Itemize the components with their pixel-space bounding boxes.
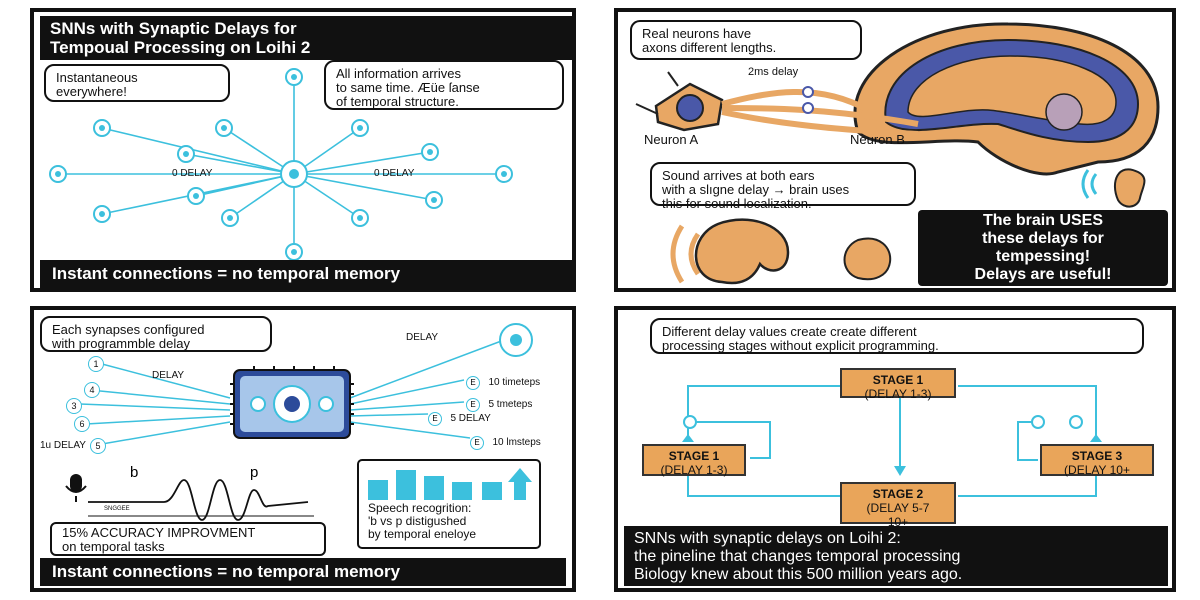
panel1-bubble-right-line3: of temporal structure. xyxy=(336,94,459,109)
stage-right: STAGE 3 (DELAY 10+ xyxy=(1040,444,1154,477)
output-synapse-1-num: E xyxy=(466,376,480,390)
panel1-title-line1: SNNs with Synaptic Delays for xyxy=(50,19,297,38)
black-box-line2: these delays for xyxy=(982,230,1104,247)
panel2-bubble-mid-line3: this for sound localization. xyxy=(662,196,812,211)
output-synapse-4: E 10 lmsteps xyxy=(470,432,541,450)
panel4-footer: SNNs with synaptic delays on Loihi 2: th… xyxy=(624,526,1168,586)
accuracy-box: 15% ACCURACY IMPROVMENT on temporal task… xyxy=(50,522,326,556)
neuron-b-label: Neuron B xyxy=(850,132,905,147)
panel4-bubble-line2: processing stages without explicit progr… xyxy=(662,338,939,353)
output-synapse-2-label: 5 tmeteps xyxy=(488,399,533,410)
stage-left-name: STAGE 1 xyxy=(668,449,720,463)
stage-right-delay: (DELAY 10+ xyxy=(1064,463,1130,477)
panel2-bubble-top: Real neurons have axons different length… xyxy=(630,20,862,60)
panel2-bubble-top-line1: Real neurons have xyxy=(642,26,752,41)
input-synapse-2-num: 4 xyxy=(89,385,95,395)
panel3-bubble-line1: Each synapses configured xyxy=(52,322,205,337)
output-synapse-3-label: 5 DELAY xyxy=(450,413,491,424)
stage-middle-extra: 10+ xyxy=(887,515,909,529)
panel1-bubble-right-line1: All information arrives xyxy=(336,66,461,81)
accuracy-line1: 15% ACCURACY IMPROVMENT xyxy=(62,525,256,540)
panel2-bubble-mid-line1: Sound arrives at both ears xyxy=(662,168,815,183)
panel-biology-delays: Real neurons have axons different length… xyxy=(614,8,1176,292)
waveform-b-label: b xyxy=(130,464,139,481)
brain-and-neurons-illustration xyxy=(635,22,1160,285)
waveform-caption: SNGGEE xyxy=(104,506,130,512)
output-synapse-2: E 5 tmeteps xyxy=(466,394,532,412)
speech-recognition-text: Speech recogrition: 'b vs p distigushed … xyxy=(368,502,476,541)
panel3-footer: Instant connections = no temporal memory xyxy=(40,558,566,586)
black-box-line3: tempessing! xyxy=(995,248,1091,265)
stage-flow-diagram xyxy=(682,385,1102,497)
input-delay-label: DELAY xyxy=(152,370,185,381)
stage-top-name: STAGE 1 xyxy=(872,373,924,387)
output-synapse-3-num: E xyxy=(428,412,442,426)
panel-loihi-chip: Each synapses configured with programmbl… xyxy=(30,306,576,592)
panel3-bubble-line2: with programmble delay xyxy=(52,336,191,351)
stage-middle-delay: (DELAY 5-7 xyxy=(866,501,930,515)
input-bottom-label: 1u DELAY xyxy=(40,440,86,451)
axon-delay-label: 2ms delay xyxy=(748,66,799,78)
panel1-footer: Instant connections = no temporal memory xyxy=(40,260,572,288)
output-synapse-4-num: E xyxy=(470,436,484,450)
stage-top-delay: (DELAY 1-3) xyxy=(864,387,932,401)
black-box-line1: The brain USES xyxy=(982,212,1104,229)
panel1-bubble-left: Instantaneous everywhere! xyxy=(44,64,230,102)
panel1-bubble-right: All information arrives to same time. Æü… xyxy=(324,60,564,110)
panel1-title: SNNs with Synaptic Delays for Tempoual P… xyxy=(40,16,572,60)
neuron-star-network xyxy=(49,68,513,261)
panel4-footer-line1: SNNs with synaptic delays on Loihi 2: xyxy=(634,530,901,547)
input-synapse-3: 3 xyxy=(66,398,82,414)
input-synapse-2: 4 xyxy=(84,382,100,398)
black-box-line4: Delays are useful! xyxy=(974,266,1112,283)
input-synapse-5: 5 xyxy=(90,438,106,454)
stage-left-delay: (DELAY 1-3) xyxy=(660,463,728,477)
panel2-bubble-mid-line2: with a slıgne delay → brain uses xyxy=(662,182,850,197)
stage-middle: STAGE 2 (DELAY 5-7 10+ xyxy=(840,482,956,529)
output-synapse-3: E 5 DELAY xyxy=(428,408,491,426)
panel3-bubble: Each synapses configured with programmbl… xyxy=(40,316,272,352)
panel2-bubble-top-line2: axons different lengths. xyxy=(642,40,777,55)
panel4-footer-line3: Biology knew about this 500 million year… xyxy=(634,566,963,583)
speech-line1: Speech recogrition: xyxy=(368,501,472,515)
input-synapse-1-num: 1 xyxy=(93,359,99,369)
output-synapse-1-label: 10 timeteps xyxy=(488,377,541,388)
panel1-title-line2: Tempoual Processing on Loihi 2 xyxy=(50,38,311,57)
brain-uses-delays-box: The brain USES these delays for tempessi… xyxy=(918,210,1168,286)
panel2-bubble-mid: Sound arrives at both ears with a slıgne… xyxy=(650,162,916,211)
output-synapse-4-label: 10 lmsteps xyxy=(492,437,541,448)
input-synapse-3-num: 3 xyxy=(71,401,77,411)
stage-left: STAGE 1 (DELAY 1-3) xyxy=(642,444,746,477)
input-synapse-4-num: 6 xyxy=(79,419,85,429)
speech-line2: 'b vs p distigushed xyxy=(368,514,467,528)
panel4-footer-line2: the pineline that changes temporal proce… xyxy=(634,548,961,565)
output-synapse-1: E 10 timeteps xyxy=(466,372,540,390)
input-synapse-1: 1 xyxy=(88,356,104,372)
panel1-bubble-left-line2: everywhere! xyxy=(56,84,127,99)
output-top-label: DELAY xyxy=(406,332,439,343)
panel4-bubble: Different delay values create create dif… xyxy=(650,318,1144,354)
input-synapse-4: 6 xyxy=(74,416,90,432)
speech-line3: by temporal eneloye xyxy=(368,527,477,541)
panel1-bubble-right-line2: to same time. Æüe ſanse xyxy=(336,80,480,95)
stage-middle-name: STAGE 2 xyxy=(872,487,924,501)
delay-label-right: 0 DELAY xyxy=(374,168,415,179)
stage-right-name: STAGE 3 xyxy=(1071,449,1123,463)
neuron-a-label: Neuron A xyxy=(644,132,699,147)
chip-diagram xyxy=(65,323,541,549)
panel-instant-connections: SNNs with Synaptic Delays for Tempoual P… xyxy=(30,8,576,292)
waveform-p-label: p xyxy=(250,464,259,481)
panel-processing-stages: Different delay values create create dif… xyxy=(614,306,1176,592)
panel1-bubble-left-line1: Instantaneous xyxy=(56,70,138,85)
delay-label-left: 0 DELAY xyxy=(172,168,213,179)
panel4-bubble-line1: Different delay values create create dif… xyxy=(662,324,917,339)
stage-top: STAGE 1 (DELAY 1-3) xyxy=(840,368,956,401)
accuracy-line2: on temporal tasks xyxy=(62,539,165,554)
input-synapse-5-num: 5 xyxy=(95,441,101,451)
